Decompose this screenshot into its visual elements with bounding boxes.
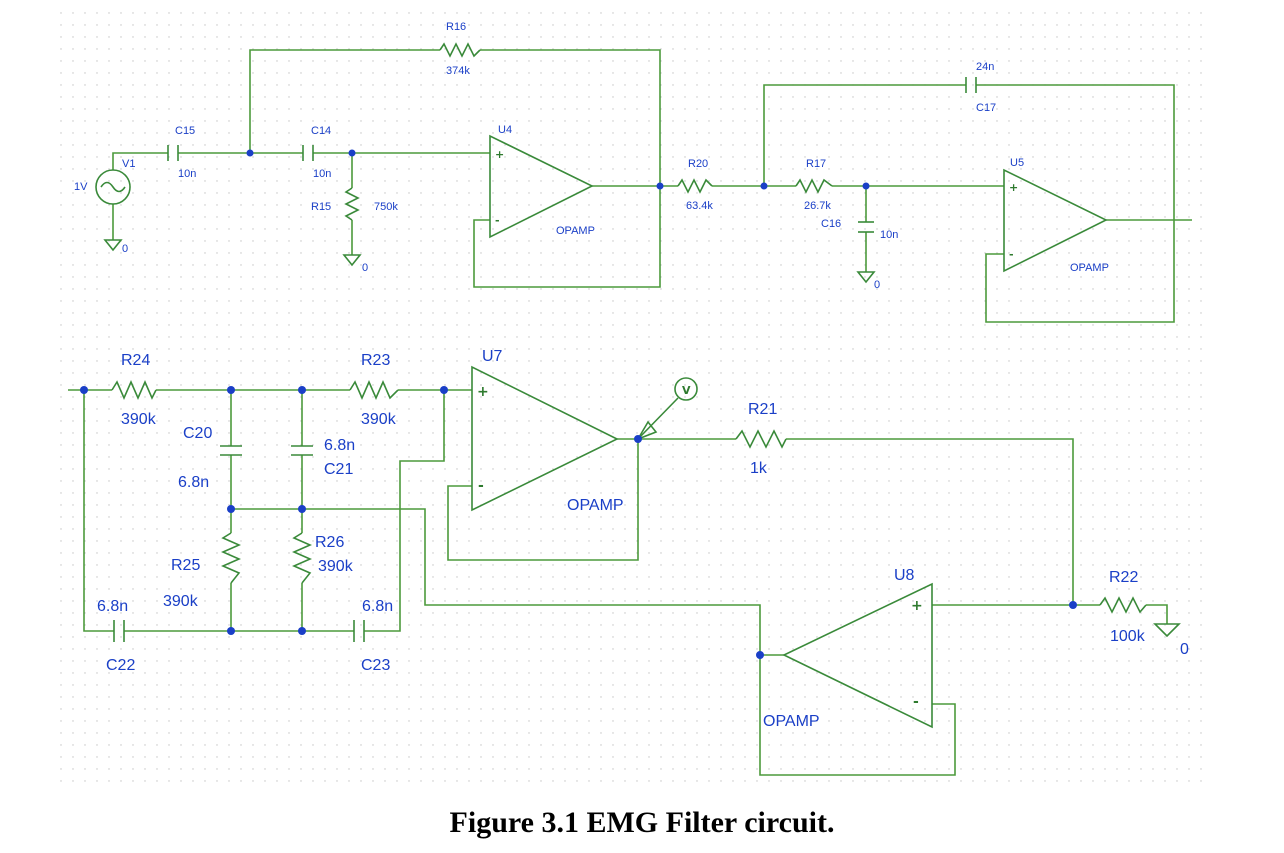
ground-label: 0 <box>874 279 880 291</box>
voltage-probe-marker[interactable]: V <box>636 377 698 441</box>
ground-label: 0 <box>1180 641 1189 658</box>
c17-value: 24n <box>976 61 994 73</box>
r20-name: R20 <box>688 158 708 170</box>
c16-name: C16 <box>821 218 841 230</box>
svg-text:+: + <box>911 598 923 614</box>
emg-filter-schematic: + - + - 1V V1 0 0 0 R16 374k C15 10n C14… <box>60 10 1210 790</box>
capacitor-c16[interactable] <box>858 221 874 233</box>
svg-text:-: - <box>913 694 919 710</box>
r16-name: R16 <box>446 21 466 33</box>
c21-name: C21 <box>324 461 353 478</box>
r15-name: R15 <box>311 201 331 213</box>
voltage-source-v1[interactable] <box>95 169 131 205</box>
opamp-u5[interactable]: + - <box>1003 168 1108 273</box>
r24-value: 390k <box>121 411 157 428</box>
r21-value: 1k <box>750 460 768 477</box>
resistor-r25[interactable] <box>221 532 241 584</box>
ground-symbol <box>342 254 362 267</box>
ground-label: 0 <box>122 243 128 255</box>
ground-label: 0 <box>362 262 368 274</box>
capacitor-c21[interactable] <box>291 445 313 456</box>
r16-value: 374k <box>446 65 470 77</box>
c20-name: C20 <box>183 425 212 442</box>
c20-value: 6.8n <box>178 474 209 491</box>
c22-value: 6.8n <box>97 598 128 615</box>
u7-name: U7 <box>482 348 503 365</box>
u5-type: OPAMP <box>1070 262 1109 274</box>
r23-value: 390k <box>361 411 397 428</box>
resistor-r24[interactable] <box>111 380 157 400</box>
probe-label: V <box>682 384 691 397</box>
resistor-r20[interactable] <box>677 178 713 194</box>
u4-name: U4 <box>498 124 512 136</box>
source-name: V1 <box>122 158 135 170</box>
capacitor-c22[interactable] <box>113 620 125 642</box>
c14-value: 10n <box>313 168 331 180</box>
opamp-u4[interactable]: + - <box>489 134 594 239</box>
capacitor-c15[interactable] <box>167 145 179 161</box>
c14-name: C14 <box>311 125 331 137</box>
capacitor-c20[interactable] <box>220 445 242 456</box>
capacitor-c23[interactable] <box>353 620 365 642</box>
u8-type: OPAMP <box>763 713 820 730</box>
svg-text:+: + <box>477 384 489 400</box>
svg-text:-: - <box>478 478 484 494</box>
figure-caption: Figure 3.1 EMG Filter circuit. <box>449 806 835 839</box>
r25-name: R25 <box>171 557 200 574</box>
r22-value: 100k <box>1110 628 1146 645</box>
r17-name: R17 <box>806 158 826 170</box>
resistor-r16[interactable] <box>439 42 481 58</box>
junction-dots-top <box>246 149 870 190</box>
u8-name: U8 <box>894 567 915 584</box>
u5-name: U5 <box>1010 157 1024 169</box>
resistor-r22[interactable] <box>1099 596 1147 614</box>
r26-name: R26 <box>315 534 344 551</box>
grid-background <box>60 10 1210 790</box>
resistor-r17[interactable] <box>795 178 833 194</box>
u4-type: OPAMP <box>556 225 595 237</box>
r21-name: R21 <box>748 401 777 418</box>
c17-name: C17 <box>976 102 996 114</box>
resistor-r15[interactable] <box>344 187 360 221</box>
svg-text:-: - <box>1009 248 1014 261</box>
ground-symbol <box>103 239 123 252</box>
ground-symbol <box>856 271 876 284</box>
c23-name: C23 <box>361 657 390 674</box>
capacitor-c14[interactable] <box>302 145 314 161</box>
u7-type: OPAMP <box>567 497 624 514</box>
stage-1-wiring <box>112 49 1192 323</box>
source-value: 1V <box>74 181 88 193</box>
junction-dots-bottom <box>80 386 1077 659</box>
r15-value: 750k <box>374 201 398 213</box>
r24-name: R24 <box>121 352 150 369</box>
c15-value: 10n <box>178 168 196 180</box>
r20-value: 63.4k <box>686 200 713 212</box>
ground-symbol <box>1153 623 1181 638</box>
r23-name: R23 <box>361 352 390 369</box>
resistor-r26[interactable] <box>292 532 312 584</box>
r26-value: 390k <box>318 558 354 575</box>
svg-text:-: - <box>495 214 500 227</box>
c21-value: 6.8n <box>324 437 355 454</box>
resistor-r23[interactable] <box>349 380 399 400</box>
r22-name: R22 <box>1109 569 1138 586</box>
resistor-r21[interactable] <box>735 429 787 449</box>
capacitor-c17[interactable] <box>965 77 977 93</box>
opamp-u7[interactable]: + - <box>471 365 619 512</box>
svg-text:+: + <box>495 148 504 161</box>
c22-name: C22 <box>106 657 135 674</box>
r17-value: 26.7k <box>804 200 831 212</box>
c16-value: 10n <box>880 229 898 241</box>
c15-name: C15 <box>175 125 195 137</box>
opamp-u8[interactable]: + - <box>782 582 933 729</box>
svg-text:+: + <box>1009 181 1018 194</box>
c23-value: 6.8n <box>362 598 393 615</box>
r25-value: 390k <box>163 593 199 610</box>
